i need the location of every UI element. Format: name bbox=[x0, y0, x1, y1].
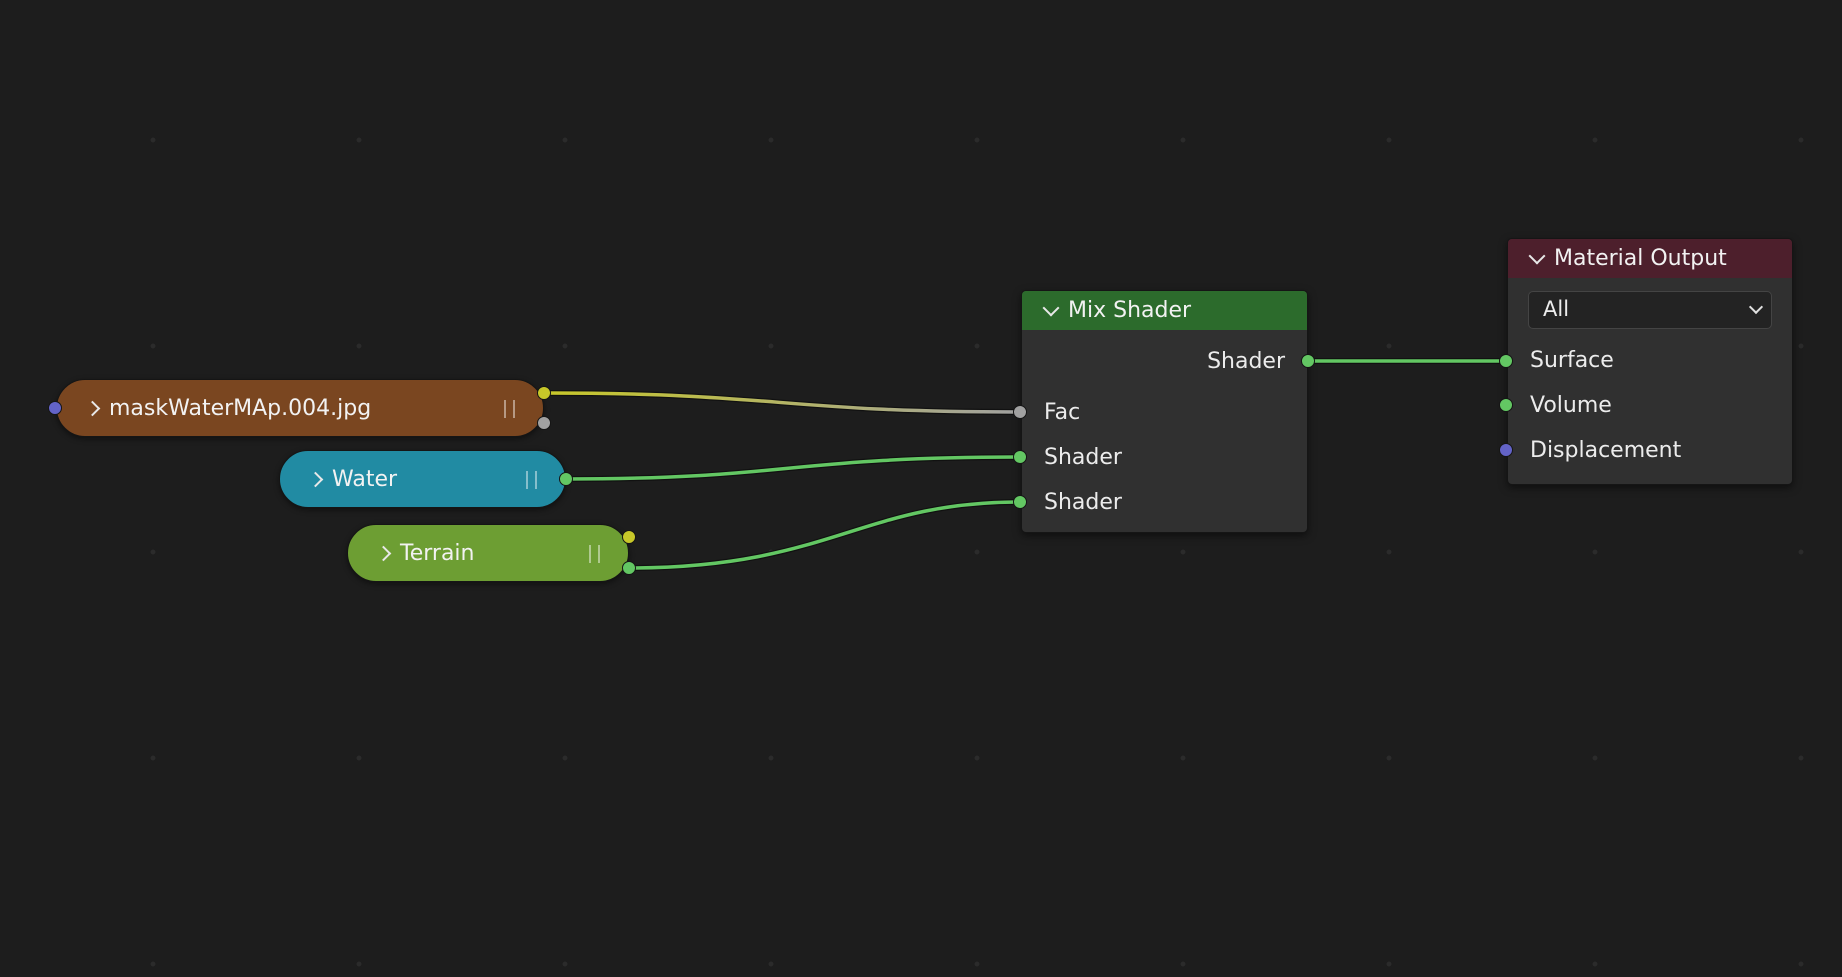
expand-chevron-icon[interactable] bbox=[87, 401, 101, 415]
water-group-node[interactable]: Water bbox=[279, 450, 566, 508]
input-label-shader-b: Shader bbox=[1044, 490, 1122, 515]
mix-shader-header[interactable]: Mix Shader bbox=[1022, 291, 1307, 330]
socket-water-shader-output[interactable] bbox=[559, 472, 573, 486]
target-dropdown[interactable]: All bbox=[1528, 291, 1772, 329]
socket-output-displacement-input[interactable] bbox=[1499, 443, 1513, 457]
socket-mask-color-output[interactable] bbox=[537, 386, 551, 400]
socket-mix-shader-output[interactable] bbox=[1301, 354, 1315, 368]
input-label-surface: Surface bbox=[1530, 348, 1614, 373]
material-output-header[interactable]: Material Output bbox=[1508, 239, 1792, 278]
material-output-node[interactable]: Material Output All Surface Volume Displ… bbox=[1507, 238, 1793, 485]
socket-output-surface-input[interactable] bbox=[1499, 354, 1513, 368]
socket-output-volume-input[interactable] bbox=[1499, 398, 1513, 412]
drag-grip-icon[interactable] bbox=[526, 471, 537, 489]
image-texture-node[interactable]: maskWaterMAp.004.jpg bbox=[56, 379, 544, 437]
collapse-chevron-icon[interactable] bbox=[1044, 305, 1056, 317]
chevron-down-icon bbox=[1748, 299, 1764, 315]
output-label: Shader bbox=[1207, 349, 1285, 374]
socket-mix-shader-a-input[interactable] bbox=[1013, 450, 1027, 464]
terrain-group-node[interactable]: Terrain bbox=[347, 524, 629, 582]
node-title: Mix Shader bbox=[1068, 298, 1192, 323]
socket-terrain-color-output[interactable] bbox=[622, 530, 636, 544]
link-mask-to-fac[interactable] bbox=[543, 390, 1021, 415]
link-water-to-shader-a[interactable] bbox=[565, 454, 1021, 482]
drag-grip-icon[interactable] bbox=[589, 545, 600, 563]
socket-terrain-shader-output[interactable] bbox=[622, 561, 636, 575]
expand-chevron-icon[interactable] bbox=[378, 546, 392, 560]
link-terrain-to-shader-b[interactable] bbox=[628, 499, 1021, 571]
socket-mix-fac-input[interactable] bbox=[1013, 405, 1027, 419]
input-label-displacement: Displacement bbox=[1530, 438, 1682, 463]
node-label: Water bbox=[332, 466, 398, 492]
mix-shader-node[interactable]: Mix Shader Shader Fac Shader Shader bbox=[1021, 290, 1308, 533]
collapse-chevron-icon[interactable] bbox=[1530, 253, 1542, 265]
target-value: All bbox=[1543, 297, 1570, 321]
socket-mask-alpha-output[interactable] bbox=[537, 416, 551, 430]
node-label: maskWaterMAp.004.jpg bbox=[109, 395, 372, 421]
node-title: Material Output bbox=[1554, 246, 1727, 271]
input-label-shader-a: Shader bbox=[1044, 445, 1122, 470]
input-label-volume: Volume bbox=[1530, 393, 1612, 418]
input-label-fac: Fac bbox=[1044, 400, 1081, 425]
socket-mix-shader-b-input[interactable] bbox=[1013, 495, 1027, 509]
socket-mask-vector-input[interactable] bbox=[48, 401, 62, 415]
expand-chevron-icon[interactable] bbox=[310, 472, 324, 486]
node-label: Terrain bbox=[400, 540, 475, 566]
drag-grip-icon[interactable] bbox=[504, 400, 515, 418]
